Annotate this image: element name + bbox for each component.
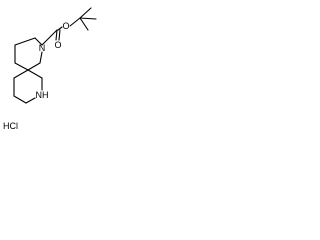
tbutyl-bond-upper	[79, 7, 92, 19]
ring2-bond-c3-n	[25, 97, 36, 104]
chemical-structure-canvas: N O O NH HCl	[0, 0, 110, 135]
ring2-bond-c2-c3	[13, 95, 27, 104]
ring-nitrogen-label: N	[39, 43, 46, 53]
ring1-bond-c1-c2	[14, 37, 36, 46]
ring1-bond-c3-spiro	[14, 62, 29, 71]
ester-oxygen-label: O	[62, 21, 69, 31]
amine-nitrogen-label: NH	[36, 90, 49, 100]
tbutyl-bond-right	[79, 17, 97, 20]
ring2-bond-c5-spiro	[27, 69, 43, 79]
ring2-bond-spiro-c1	[13, 69, 29, 79]
ring1-bond-c5-n	[39, 51, 43, 64]
ring1-bond-n-c1	[34, 37, 43, 46]
structure-drawing: N O O NH HCl	[3, 7, 97, 131]
carbonyl-double-bond-a	[55, 29, 58, 41]
ring1-bond-spiro-c5	[27, 62, 41, 71]
ester-oxygen-to-carbonyl-bond	[57, 26, 63, 31]
carbonyl-double-bond-b	[58, 29, 61, 41]
tbutyl-bond-lower	[79, 17, 89, 31]
hydrochloride-salt-label: HCl	[3, 121, 18, 131]
carbonyl-oxygen-label: O	[54, 40, 61, 50]
tbutyl-to-oxygen-bond	[69, 17, 81, 27]
carbonyl-to-nitrogen-bond	[41, 29, 58, 46]
